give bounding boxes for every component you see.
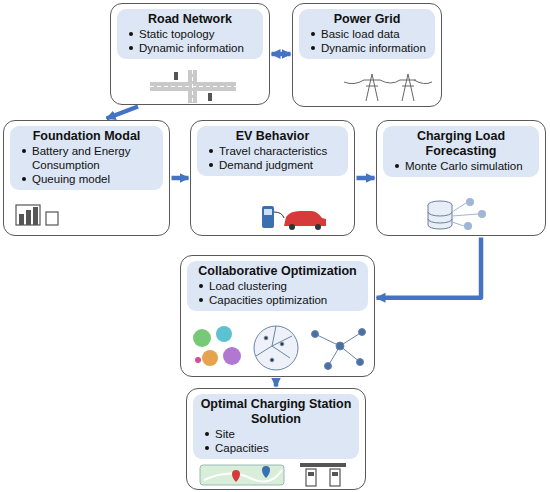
text-panel: EV BehaviorTravel characteristicsDemand … bbox=[197, 126, 348, 176]
text-panel: Road NetworkStatic topologyDynamic infor… bbox=[117, 9, 263, 59]
bullet-item: Monte Carlo simulation bbox=[389, 159, 533, 173]
bullet-text: Static topology bbox=[139, 27, 214, 41]
bullet-item: Demand judgment bbox=[203, 158, 342, 172]
box-title: Optimal Charging Station Solution bbox=[199, 397, 353, 427]
foundation-box: Foundation ModalBattery and Energy Consu… bbox=[3, 120, 170, 236]
bullet-text: Battery and Energy Consumption bbox=[32, 144, 157, 172]
voronoi-icon bbox=[254, 326, 298, 370]
road-icon bbox=[150, 70, 236, 103]
box-title: Charging Load Forecasting bbox=[389, 129, 533, 159]
bullet-item: Site bbox=[199, 427, 353, 441]
bullet-text: Basic load data bbox=[321, 27, 400, 41]
bullet-dot bbox=[199, 298, 203, 302]
box-heading: Foundation Modal bbox=[16, 129, 157, 144]
bullet-item: Basic load data bbox=[305, 27, 429, 41]
bullet-item: Load clustering bbox=[193, 279, 362, 293]
bullet-text: Capacities optimization bbox=[209, 293, 327, 307]
bullet-text: Capacities bbox=[215, 441, 269, 455]
tower-icon bbox=[344, 74, 432, 101]
bullet-text: Demand judgment bbox=[219, 158, 313, 172]
bullet-item: Queuing model bbox=[16, 172, 157, 186]
box-heading: Road Network bbox=[123, 12, 257, 27]
flow-arrow bbox=[107, 107, 138, 119]
flow-arrow bbox=[274, 379, 279, 387]
bullet-dot bbox=[209, 149, 213, 153]
bullet-dot bbox=[199, 284, 203, 288]
bullet-dot bbox=[311, 46, 315, 50]
box-title: Road Network bbox=[123, 12, 257, 27]
bullet-item: Battery and Energy Consumption bbox=[16, 144, 157, 172]
map-icon bbox=[200, 465, 284, 485]
bullet-dot bbox=[129, 32, 133, 36]
bullet-item: Dynamic information bbox=[123, 41, 257, 55]
bullet-dot bbox=[209, 163, 213, 167]
text-panel: Foundation ModalBattery and Energy Consu… bbox=[10, 126, 163, 190]
bullet-text: Queuing model bbox=[32, 172, 110, 186]
battery-icon bbox=[16, 205, 58, 225]
ev-behavior-box: EV BehaviorTravel characteristicsDemand … bbox=[190, 120, 355, 236]
forecast-box: Charging Load ForecastingMonte Carlo sim… bbox=[376, 120, 546, 236]
road-network-box: Road NetworkStatic topologyDynamic infor… bbox=[110, 3, 270, 105]
graph-icon bbox=[312, 329, 366, 370]
database-icon bbox=[428, 198, 486, 230]
solution-box: Optimal Charging Station SolutionSiteCap… bbox=[186, 388, 366, 490]
flow-arrow bbox=[272, 52, 291, 57]
bullet-text: Dynamic information bbox=[321, 41, 426, 55]
bullet-text: Monte Carlo simulation bbox=[405, 159, 523, 173]
box-title: Collaborative Optimization bbox=[193, 264, 362, 279]
ev-icon bbox=[262, 206, 326, 230]
bullet-item: Static topology bbox=[123, 27, 257, 41]
text-panel: Optimal Charging Station SolutionSiteCap… bbox=[193, 394, 359, 459]
box-heading: Power Grid bbox=[305, 12, 429, 27]
bullet-dot bbox=[22, 177, 26, 181]
box-title: Power Grid bbox=[305, 12, 429, 27]
box-heading: EV Behavior bbox=[203, 129, 342, 144]
bullet-item: Dynamic information bbox=[305, 41, 429, 55]
bullet-text: Travel characteristics bbox=[219, 144, 327, 158]
flow-arrow bbox=[377, 238, 482, 298]
flow-arrow bbox=[357, 176, 375, 181]
bullet-item: Travel characteristics bbox=[203, 144, 342, 158]
bullet-dot bbox=[395, 164, 399, 168]
optimization-box: Collaborative OptimizationLoad clusterin… bbox=[180, 255, 375, 377]
bullet-dot bbox=[205, 446, 209, 450]
power-grid-box: Power GridBasic load dataDynamic informa… bbox=[292, 3, 442, 107]
flow-arrow bbox=[172, 176, 189, 181]
station-icon bbox=[300, 463, 346, 486]
bullet-dot bbox=[311, 32, 315, 36]
bullet-item: Capacities optimization bbox=[193, 293, 362, 307]
text-panel: Collaborative OptimizationLoad clusterin… bbox=[187, 261, 368, 311]
bullet-text: Site bbox=[215, 427, 235, 441]
text-panel: Power GridBasic load dataDynamic informa… bbox=[299, 9, 435, 59]
bullet-dot bbox=[205, 432, 209, 436]
box-heading: Collaborative Optimization bbox=[193, 264, 362, 279]
text-panel: Charging Load ForecastingMonte Carlo sim… bbox=[383, 126, 539, 177]
bullet-text: Load clustering bbox=[209, 279, 287, 293]
bullet-dot bbox=[129, 46, 133, 50]
bullet-item: Capacities bbox=[199, 441, 353, 455]
bullet-dot bbox=[22, 149, 26, 153]
cluster-icon bbox=[193, 326, 241, 366]
bullet-text: Dynamic information bbox=[139, 41, 244, 55]
box-title: Foundation Modal bbox=[16, 129, 157, 144]
box-title: EV Behavior bbox=[203, 129, 342, 144]
box-heading: Charging Load Forecasting bbox=[389, 129, 533, 159]
box-heading: Optimal Charging Station Solution bbox=[199, 397, 353, 427]
